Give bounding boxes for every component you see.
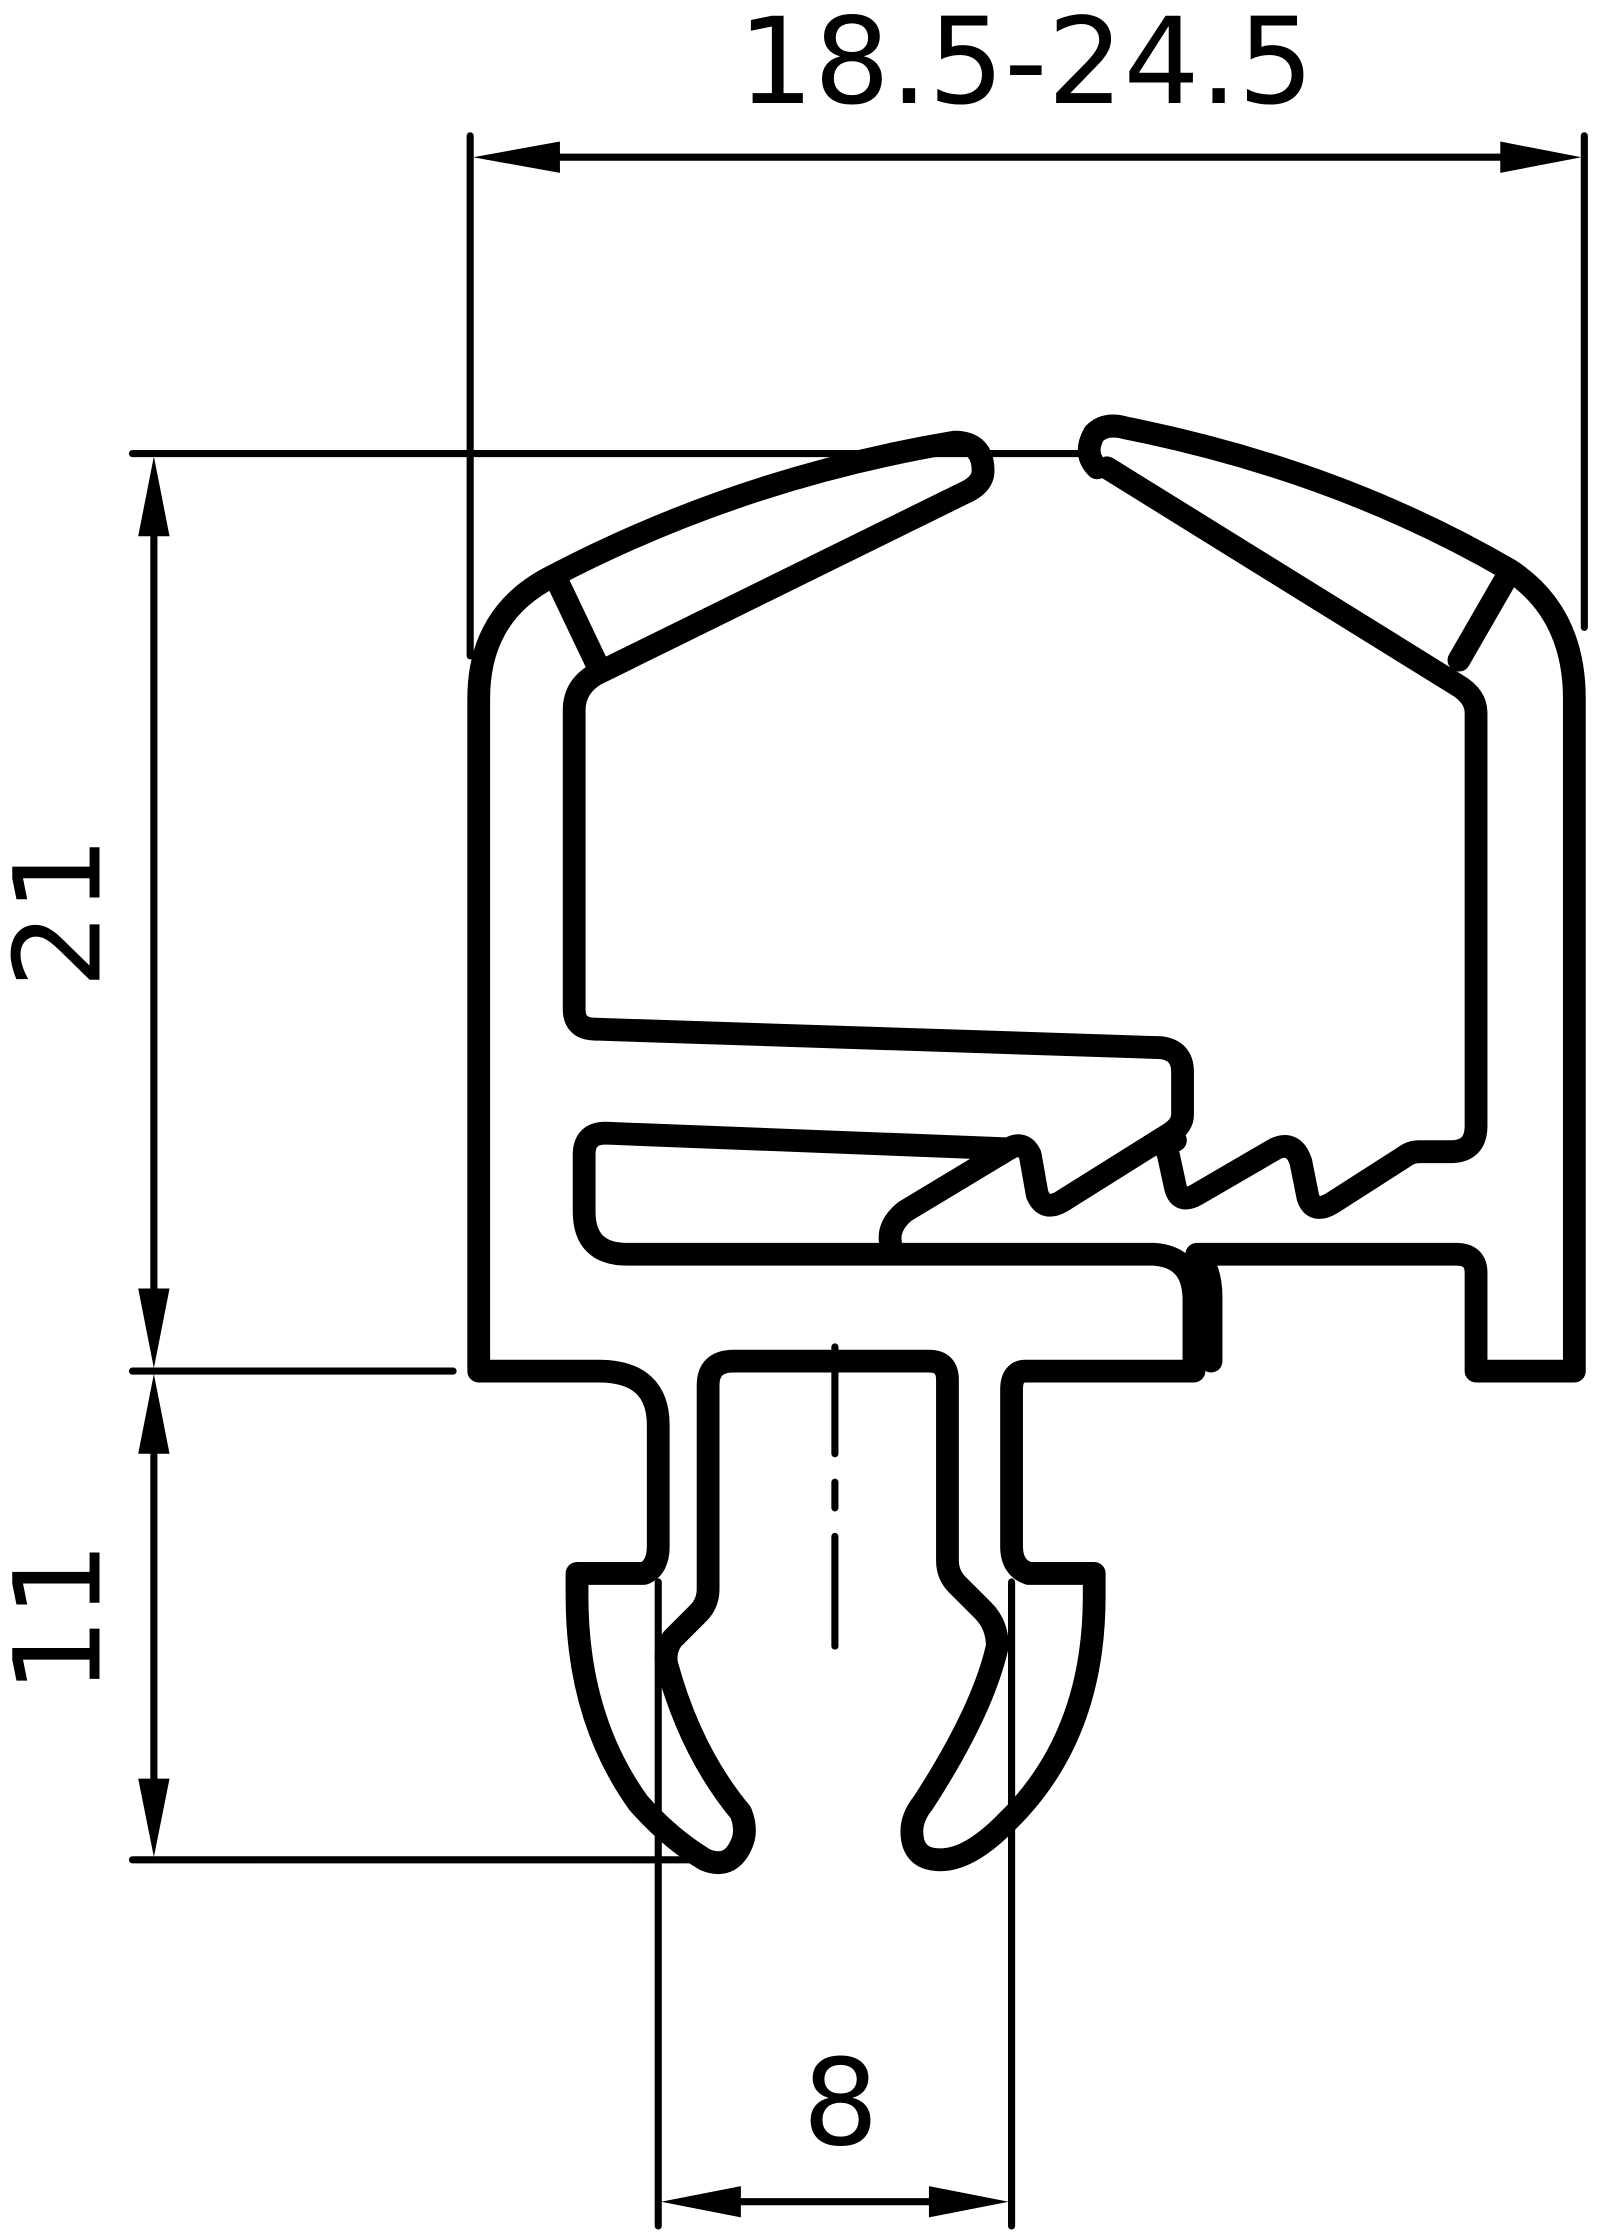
- upper-height-label: 21: [0, 836, 129, 988]
- arrow-down-icon: [138, 1778, 170, 1857]
- width-dimension-label: 18.5-24.5: [738, 0, 1314, 132]
- arrow-up-icon: [138, 1373, 170, 1454]
- clip-width-dimension: 8: [654, 1578, 1016, 2230]
- lower-height-label: 11: [0, 1541, 129, 1693]
- right-body: [1077, 414, 1586, 1383]
- right-lip-strut: [1447, 564, 1519, 672]
- height-dimensions: 21 11: [0, 450, 1101, 1864]
- lower-strip: [467, 1121, 1206, 1875]
- arrow-right-icon: [1500, 141, 1582, 173]
- outer-body: [467, 430, 1194, 1380]
- arrow-left-icon: [661, 2186, 741, 2218]
- arrow-right-icon: [928, 2186, 1009, 2218]
- profile-outline: [467, 414, 1586, 1875]
- clip-width-label: 8: [803, 2035, 879, 2174]
- left-lip-strut: [544, 566, 610, 679]
- width-dimension: 18.5-24.5: [466, 0, 1588, 660]
- arrow-down-icon: [138, 1288, 170, 1369]
- arrow-up-icon: [138, 456, 170, 537]
- inner-teeth: [1095, 456, 1488, 1219]
- arrow-left-icon: [473, 141, 560, 173]
